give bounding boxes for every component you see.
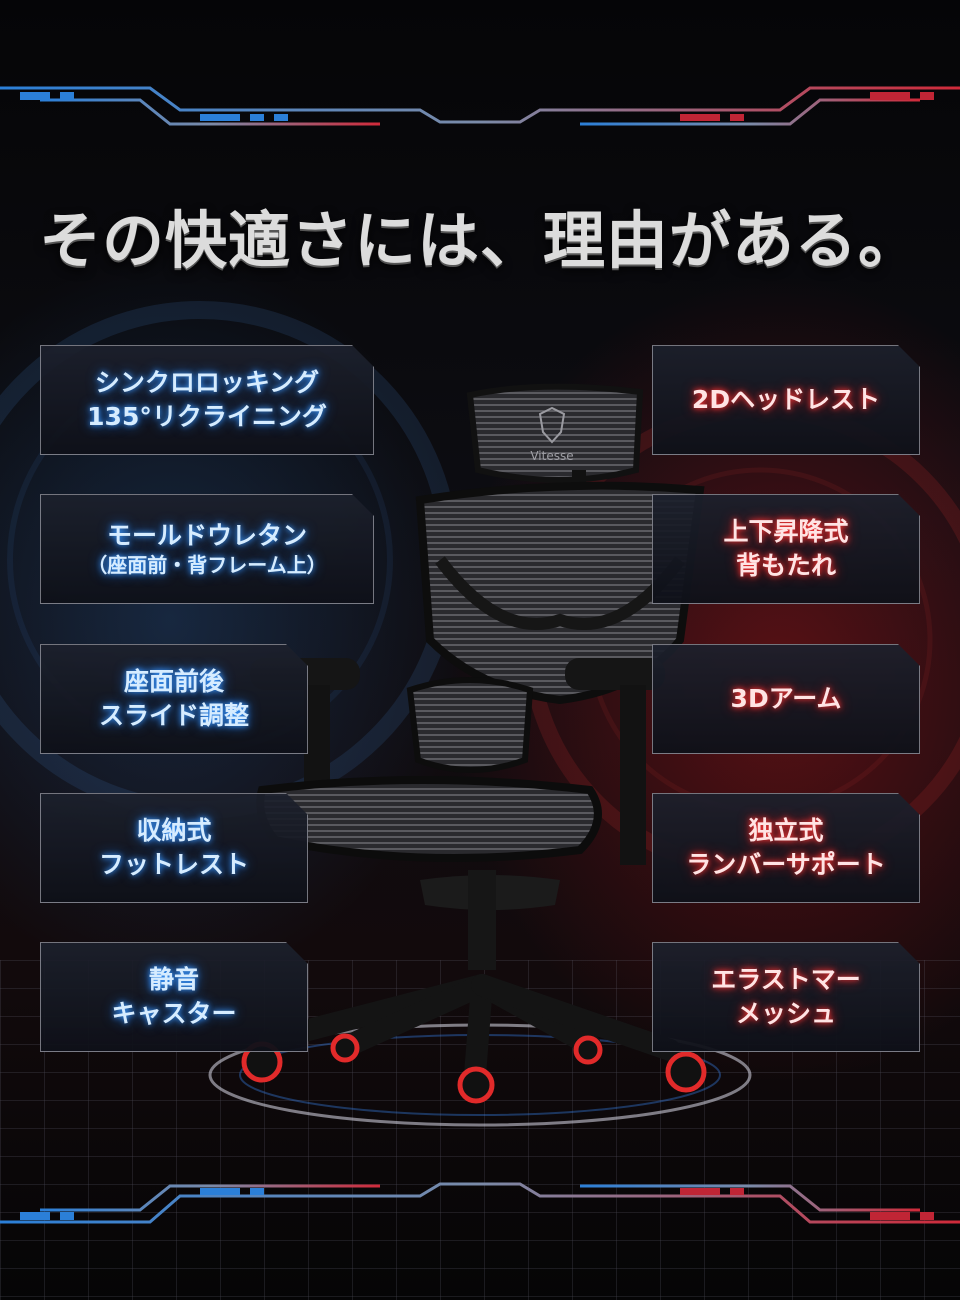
- feature-label-line1: 独立式: [748, 816, 824, 846]
- feature-badge-synchro-rocking: シンクロロッキング 135°リクライニング: [40, 345, 374, 455]
- feature-badge-footrest: 収納式フットレスト: [40, 793, 308, 903]
- feature-label-line1: エラストマー: [711, 965, 861, 995]
- feature-label-line1: 2Dヘッドレスト: [691, 385, 881, 415]
- feature-badge-2d-headrest: 2Dヘッドレスト: [652, 345, 920, 455]
- feature-badge-quiet-casters: 静音キャスター: [40, 942, 308, 1052]
- feature-label-line2: （座面前・背フレーム上）: [87, 553, 327, 578]
- feature-label-line1: 上下昇降式: [723, 517, 849, 547]
- feature-label-line2: フットレスト: [98, 850, 249, 879]
- feature-badge-seat-slide: 座面前後スライド調整: [40, 644, 308, 754]
- feature-badge-molded-urethane: モールドウレタン （座面前・背フレーム上）: [40, 494, 374, 604]
- brand-shield-logo: [538, 406, 566, 444]
- feature-badge-height-backrest: 上下昇降式背もたれ: [652, 494, 920, 604]
- feature-label-line1: モールドウレタン: [106, 520, 307, 550]
- feature-label-line2: 背もたれ: [735, 551, 836, 580]
- chair-logo-text: Vitesse: [530, 449, 573, 463]
- feature-label-line1: 収納式: [136, 816, 212, 846]
- feature-label-line2: スライド調整: [98, 701, 249, 730]
- feature-badge-3d-arm: 3Dアーム: [652, 644, 920, 754]
- feature-label-line2: ランバーサポート: [686, 850, 886, 879]
- feature-label-line1: シンクロロッキング: [94, 368, 320, 398]
- feature-badge-lumbar-support: 独立式ランバーサポート: [652, 793, 920, 903]
- feature-label-line1: 3Dアーム: [730, 684, 842, 714]
- feature-badge-elastomer-mesh: エラストマーメッシュ: [652, 942, 920, 1052]
- feature-label-line2: 135°リクライニング: [87, 402, 327, 431]
- feature-label-line2: メッシュ: [735, 999, 836, 1028]
- feature-label-line1: 座面前後: [123, 667, 224, 697]
- feature-label-line1: 静音: [148, 965, 199, 995]
- feature-label-line2: キャスター: [111, 999, 237, 1028]
- page-headline: その快適さには、理由がある。: [38, 204, 921, 277]
